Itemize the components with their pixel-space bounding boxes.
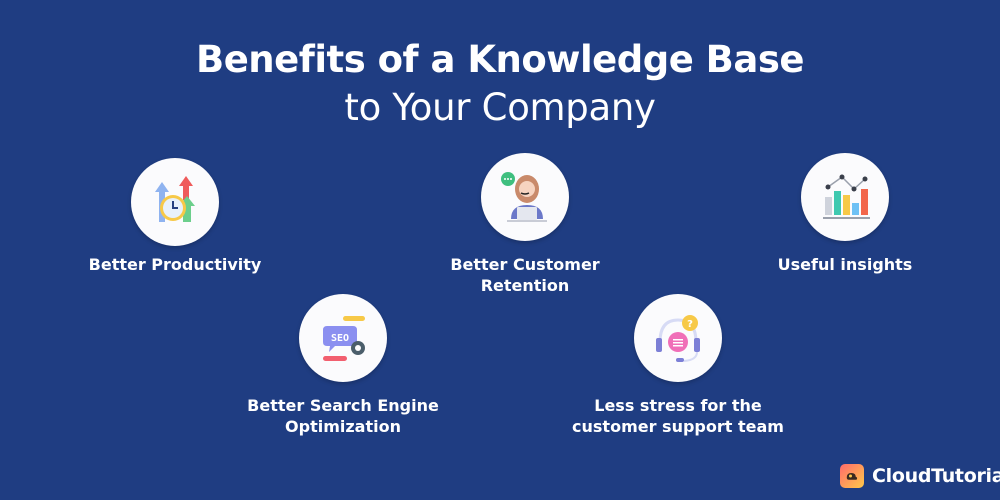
seo-icon-circle: SEO	[299, 294, 387, 382]
benefit-label-less-stress: Less stress for the customer support tea…	[572, 396, 784, 436]
page-title: Benefits of a Knowledge Base	[196, 38, 804, 81]
cloudtutorial-logo-icon	[840, 464, 864, 488]
bar-line-chart-icon	[823, 174, 870, 219]
svg-text:SEO: SEO	[331, 333, 349, 344]
page-subtitle: to Your Company	[344, 86, 656, 129]
useful-insights-icon-circle	[801, 153, 889, 241]
brand-name: CloudTutorial	[872, 465, 1000, 487]
benefit-label-customer-retention: Better Customer Retention	[450, 255, 600, 295]
headset-question-icon: ?	[656, 315, 700, 362]
customer-support-agent-icon	[501, 172, 547, 222]
seo-speech-bubble-gear-icon: SEO	[323, 316, 365, 361]
benefit-label-seo: Better Search Engine Optimization	[247, 396, 439, 436]
productivity-clock-arrows-icon	[155, 176, 195, 222]
productivity-icon-circle	[131, 158, 219, 246]
less-stress-icon-circle: ?	[634, 294, 722, 382]
benefit-label-productivity: Better Productivity	[88, 255, 262, 274]
benefit-label-useful-insights: Useful insights	[777, 255, 913, 274]
brand-logo: CloudTutorial	[840, 464, 1000, 488]
svg-text:?: ?	[687, 319, 693, 330]
customer-retention-icon-circle	[481, 153, 569, 241]
